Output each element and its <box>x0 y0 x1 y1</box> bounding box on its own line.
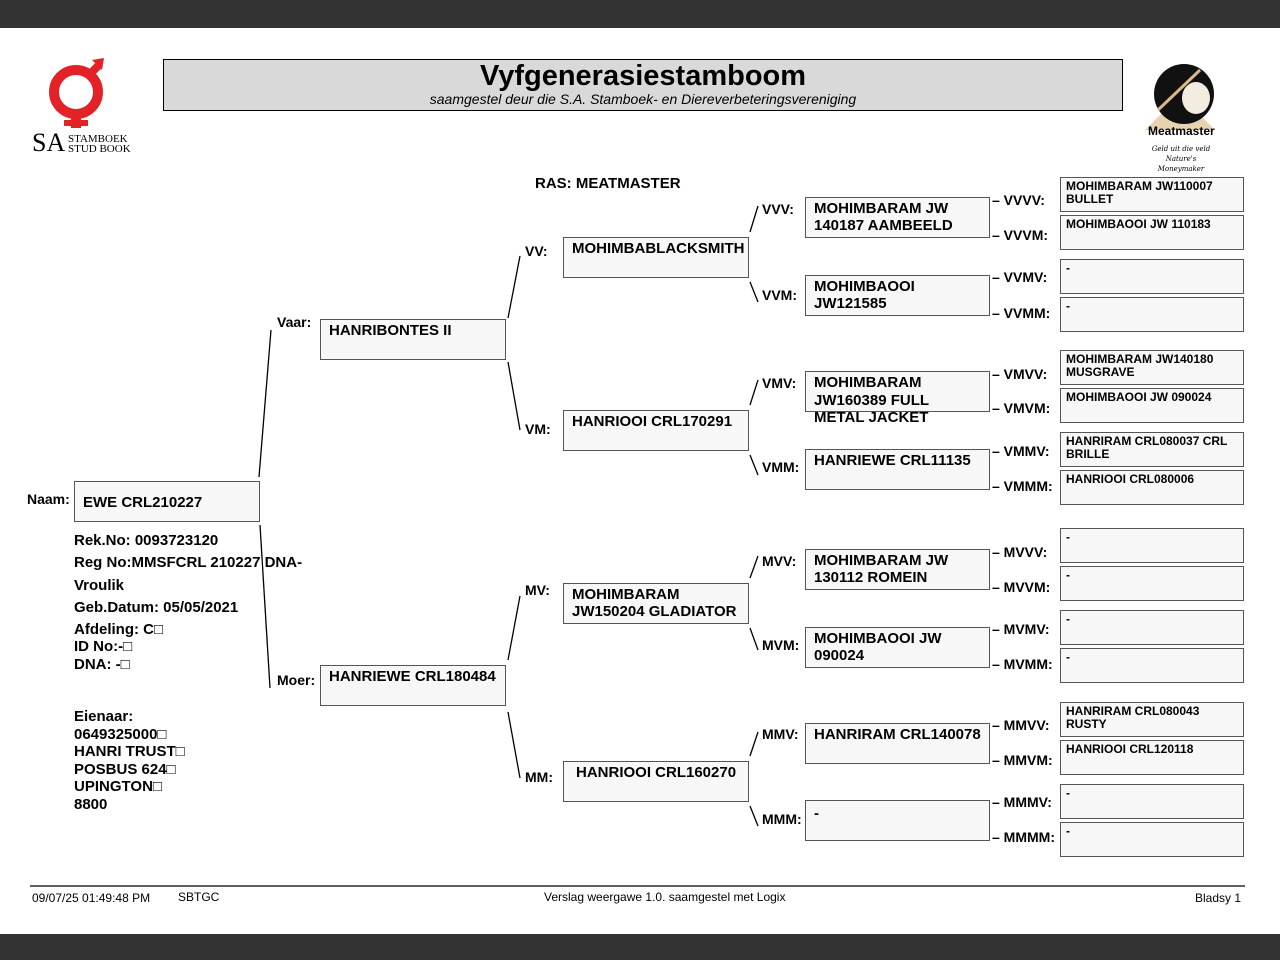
gen3-label: MVM: <box>762 637 800 653</box>
sex: Vroulik <box>74 577 125 594</box>
gen4-label: – MMVV: <box>992 717 1050 733</box>
afdeling: Afdeling: C□ <box>74 621 164 638</box>
gen4-box: - <box>1060 566 1244 601</box>
gen4-box: - <box>1060 259 1244 294</box>
gen4-box: HANRIOOI CRL120118 <box>1060 740 1244 775</box>
gen4-label: – VVVM: <box>992 227 1049 243</box>
gen4-label: – MVMM: <box>992 656 1053 672</box>
gen3-label: MMM: <box>762 811 802 827</box>
gen4-box: HANRIRAM CRL080037 CRL BRILLE <box>1060 432 1244 467</box>
gen4-label: – MMVM: <box>992 752 1053 768</box>
footer-report-info: Verslag weergawe 1.0. saamgestel met Log… <box>544 890 786 904</box>
footer-timestamp: 09/07/25 01:49:48 PM <box>32 891 151 905</box>
sire-box: HANRIBONTES II <box>320 319 506 360</box>
scales-icon <box>1145 64 1215 130</box>
gen3-label: MMV: <box>762 726 799 742</box>
gen3-box: MOHIMBAOOI JW 090024 <box>805 627 990 668</box>
gen3-label: VVV: <box>762 201 794 217</box>
naam-label: Naam: <box>27 491 70 507</box>
gen2-box: HANRIOOI CRL160270 <box>563 761 749 802</box>
gen4-box: - <box>1060 297 1244 332</box>
logo-meatmaster: Meatmaster <box>1148 124 1215 138</box>
gen4-label: – VMMV: <box>992 443 1050 459</box>
gen4-label: – VMMM: <box>992 478 1053 494</box>
gen2-box: MOHIMBARAM JW150204 GLADIATOR <box>563 583 749 624</box>
sire-label: Vaar: <box>277 314 312 330</box>
gen4-box: HANRIRAM CRL080043 RUSTY <box>1060 702 1244 737</box>
birth-date: Geb.Datum: 05/05/2021 <box>74 599 239 616</box>
title-box: Vyfgenerasiestamboom saamgestel deur die… <box>163 59 1123 111</box>
dam-box: HANRIEWE CRL180484 <box>320 665 506 706</box>
gen4-label: – MMMV: <box>992 794 1052 810</box>
gen3-box: MOHIMBARAM JW 130112 ROMEIN <box>805 549 990 590</box>
page-title: Vyfgenerasiestamboom <box>479 60 807 92</box>
gen3-box: HANRIRAM CRL140078 <box>805 723 990 764</box>
gen4-box: HANRIOOI CRL080006 <box>1060 470 1244 505</box>
animal-name-box: EWE CRL210227 <box>74 481 260 522</box>
gen2-label: VM: <box>525 421 551 437</box>
footer-page-number: Bladsy 1 <box>1195 891 1242 905</box>
gen4-box: - <box>1060 528 1244 563</box>
gen3-box: MOHIMBAOOI JW121585 <box>805 275 990 316</box>
gen2-box: HANRIOOI CRL170291 <box>563 410 749 451</box>
gender-symbol-icon <box>49 58 104 128</box>
owner-block: Eienaar:0649325000□HANRI TRUST□POSBUS 62… <box>74 708 185 813</box>
gen4-label: – MVVV: <box>992 544 1048 560</box>
gen4-label: – MVVM: <box>992 579 1051 595</box>
gen4-label: – VVMV: <box>992 269 1048 285</box>
gen3-box: MOHIMBARAM JW160389 FULL METAL JACKET <box>805 371 990 426</box>
rek-no: Rek.No: 0093723120 <box>74 532 219 549</box>
dam-label: Moer: <box>277 672 316 688</box>
gen4-box: MOHIMBARAM JW110007 BULLET <box>1060 177 1244 212</box>
gen4-label: – MMMM: <box>992 829 1055 845</box>
gen4-label: – MVMV: <box>992 621 1050 637</box>
gen4-box: - <box>1060 648 1244 683</box>
gen3-label: VMM: <box>762 459 800 475</box>
gen4-box: MOHIMBAOOI JW 090024 <box>1060 388 1244 423</box>
gen3-box: HANRIEWE CRL11135 <box>805 449 990 490</box>
footer-code: SBTGC <box>178 890 220 904</box>
logo-sa: SA <box>32 128 66 157</box>
gen3-label: VMV: <box>762 375 797 391</box>
gen4-label: – VMVV: <box>992 366 1048 382</box>
gen4-label: – VVVV: <box>992 192 1045 208</box>
breed-label: RAS: MEATMASTER <box>535 175 681 192</box>
gen4-label: – VVMM: <box>992 305 1051 321</box>
gen3-box: - <box>805 800 990 841</box>
page-subtitle: saamgestel deur die S.A. Stamboek- en Di… <box>429 91 857 107</box>
gen4-box: MOHIMBARAM JW140180 MUSGRAVE <box>1060 350 1244 385</box>
gen2-box: MOHIMBABLACKSMITH <box>563 237 749 278</box>
gen2-label: MM: <box>525 769 553 785</box>
id-no: ID No:-□ <box>74 638 133 655</box>
gen2-label: VV: <box>525 243 548 259</box>
gen4-box: MOHIMBAOOI JW 110183 <box>1060 215 1244 250</box>
gen3-label: MVV: <box>762 553 797 569</box>
gen3-box: MOHIMBARAM JW 140187 AAMBEELD <box>805 197 990 238</box>
gen3-label: VVM: <box>762 287 797 303</box>
bottom-bar <box>0 934 1280 960</box>
gen4-label: – VMVM: <box>992 400 1051 416</box>
top-bar <box>0 0 1280 28</box>
dna: DNA: -□ <box>74 656 130 673</box>
gen4-box: - <box>1060 784 1244 819</box>
gen4-box: - <box>1060 822 1244 857</box>
gen2-label: MV: <box>525 582 550 598</box>
gen4-box: - <box>1060 610 1244 645</box>
reg-no: Reg No:MMSFCRL 210227 DNA- <box>74 554 303 571</box>
